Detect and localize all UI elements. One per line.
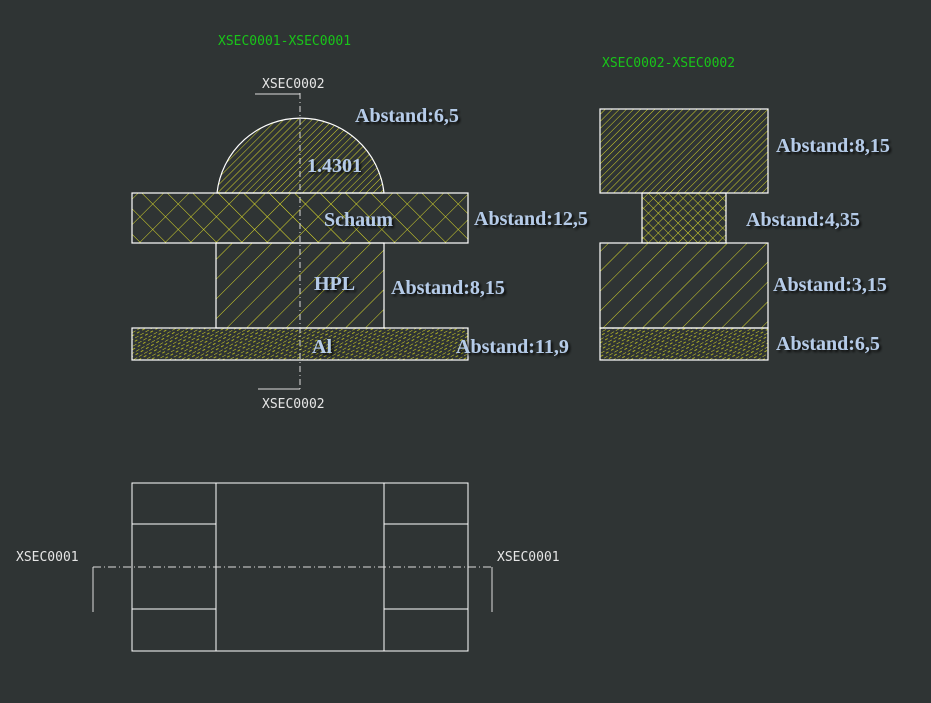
dome-part-1.4301[interactable]: [216, 117, 385, 194]
section-marker-right-label: XSEC0001: [497, 550, 560, 565]
distance-label-core: Abstand:8,15: [391, 277, 505, 299]
right-cross-section: Abstand:8,15 Abstand:4,35 Abstand:3,15 A…: [599, 108, 890, 361]
material-label-core: HPL: [314, 273, 355, 295]
distance-label-dome: Abstand:6,5: [355, 105, 459, 127]
plan-view: [92, 482, 493, 652]
distance-label-top: Abstand:8,15: [776, 135, 890, 157]
section-title-xsec0001: XSEC0001-XSEC0001: [218, 34, 351, 49]
material-label-foam: Schaum: [324, 209, 393, 231]
distance-label-base: Abstand:11,9: [456, 336, 569, 358]
distance-label-foam: Abstand:12,5: [474, 208, 588, 230]
distance-label-base: Abstand:6,5: [776, 333, 880, 355]
middle-block[interactable]: [641, 192, 727, 244]
base-block[interactable]: [599, 327, 769, 361]
section-marker-top-label: XSEC0002: [262, 77, 325, 92]
core-block[interactable]: [599, 242, 769, 329]
distance-label-middle: Abstand:4,35: [746, 209, 860, 231]
material-label-base: Al: [312, 336, 332, 358]
section-marker-left-label: XSEC0001: [16, 550, 79, 565]
section-marker-bottom-label: XSEC0002: [262, 397, 325, 412]
material-label-dome: 1.4301: [307, 155, 362, 177]
section-title-xsec0002: XSEC0002-XSEC0002: [602, 56, 735, 71]
top-block[interactable]: [599, 108, 769, 194]
left-cross-section: XSEC0002 XSEC0002 1.4301 Schaum HPL Al A…: [131, 77, 588, 412]
distance-label-core: Abstand:3,15: [773, 274, 887, 296]
